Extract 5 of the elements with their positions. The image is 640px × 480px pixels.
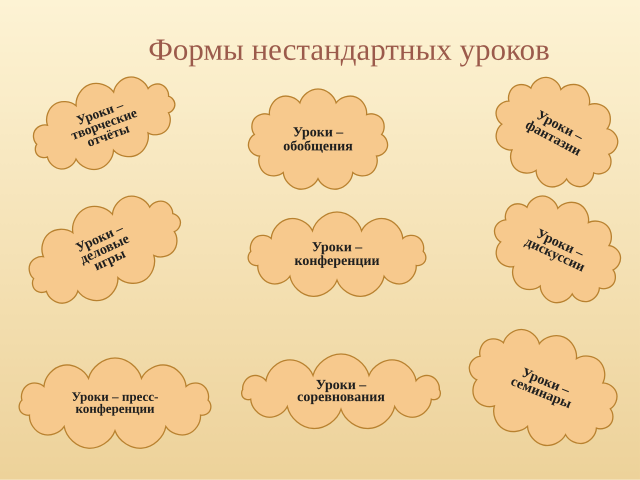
cloud-bubble: Уроки – соревнования	[240, 353, 442, 430]
cloud-bubble: Уроки – пресс-конференции	[18, 357, 212, 449]
slide-title: Формы нестандартных уроков	[150, 40, 549, 66]
cloud-bubble: Уроки – конференции	[248, 211, 426, 297]
cloud-bubble: Уроки – обобщения	[248, 88, 388, 190]
